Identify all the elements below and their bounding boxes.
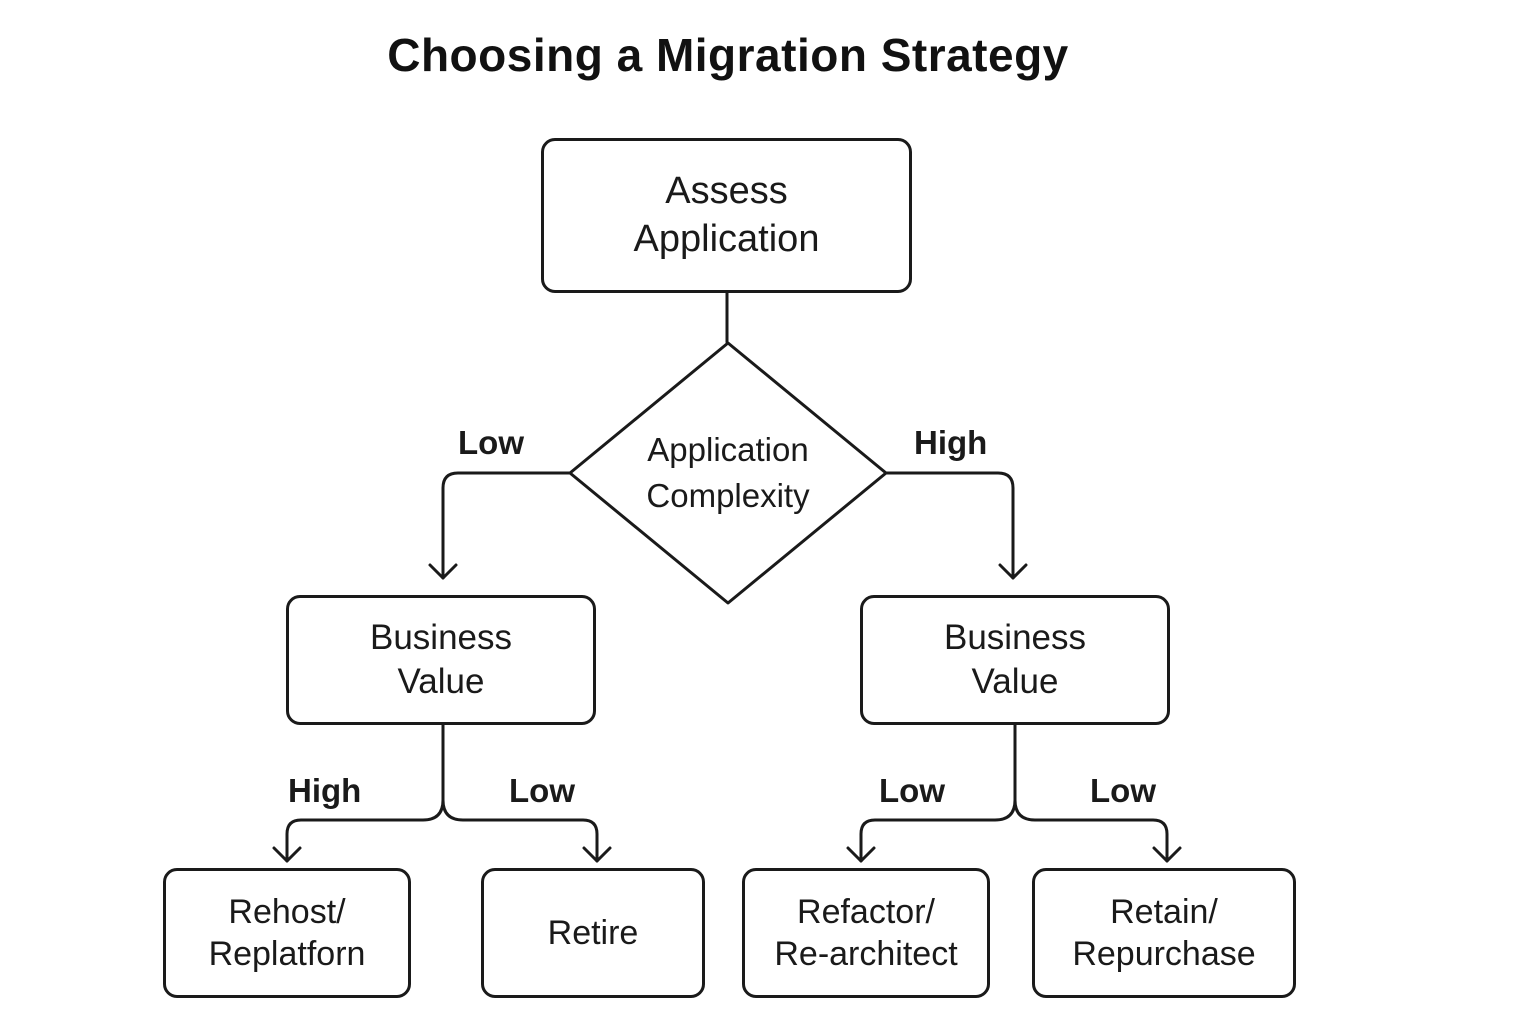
complexity-decision-label: Application Complexity [646,431,810,514]
page-title: Choosing a Migration Strategy [387,29,1069,81]
edge-label-complexity-high: High [914,424,988,461]
edge-label-right-low: Low [879,772,945,809]
business-value-left-node: Business Value [286,595,596,725]
business-value-right-node: Business Value [860,595,1170,725]
complexity-decision-diamond [568,341,888,605]
arrowhead-left-high [272,846,302,863]
edge-label-left-high: High [288,772,362,809]
assess-application-node: Assess Application [541,138,912,293]
retain-repurchase-node: Retain/ Repurchase [1032,868,1296,998]
connector-left-low [441,798,599,863]
assess-application-label: Assess Application [633,170,820,260]
edge-label-complexity-low: Low [458,424,524,461]
arrowhead-complexity-low [428,563,458,580]
business-value-right-label: Business Value [943,618,1087,701]
arrowhead-right-low [846,846,876,863]
arrowhead-left-low [582,846,612,863]
connector-complexity-high [884,471,1015,580]
edge-label-right-low-2: Low [1090,772,1156,809]
retire-node: Retire [481,868,705,998]
connector-right-low-2 [1013,798,1169,863]
business-value-left-label: Business Value [369,618,513,701]
rehost-replatform-node: Rehost/ Replatforn [163,868,411,998]
arrowhead-complexity-high [998,563,1028,580]
refactor-rearchitect-node: Refactor/ Re-architect [742,868,990,998]
retire-label: Retire [547,913,639,952]
arrowhead-right-low-2 [1152,846,1182,863]
connector-right-low [859,722,1017,863]
connector-left-high [285,722,445,863]
retain-repurchase-label: Retain/ Repurchase [1072,892,1256,974]
rehost-replatform-label: Rehost/ Replatforn [208,892,366,974]
connector-complexity-low [441,471,572,580]
refactor-rearchitect-label: Refactor/ Re-architect [774,892,958,974]
edge-label-left-low: Low [509,772,575,809]
